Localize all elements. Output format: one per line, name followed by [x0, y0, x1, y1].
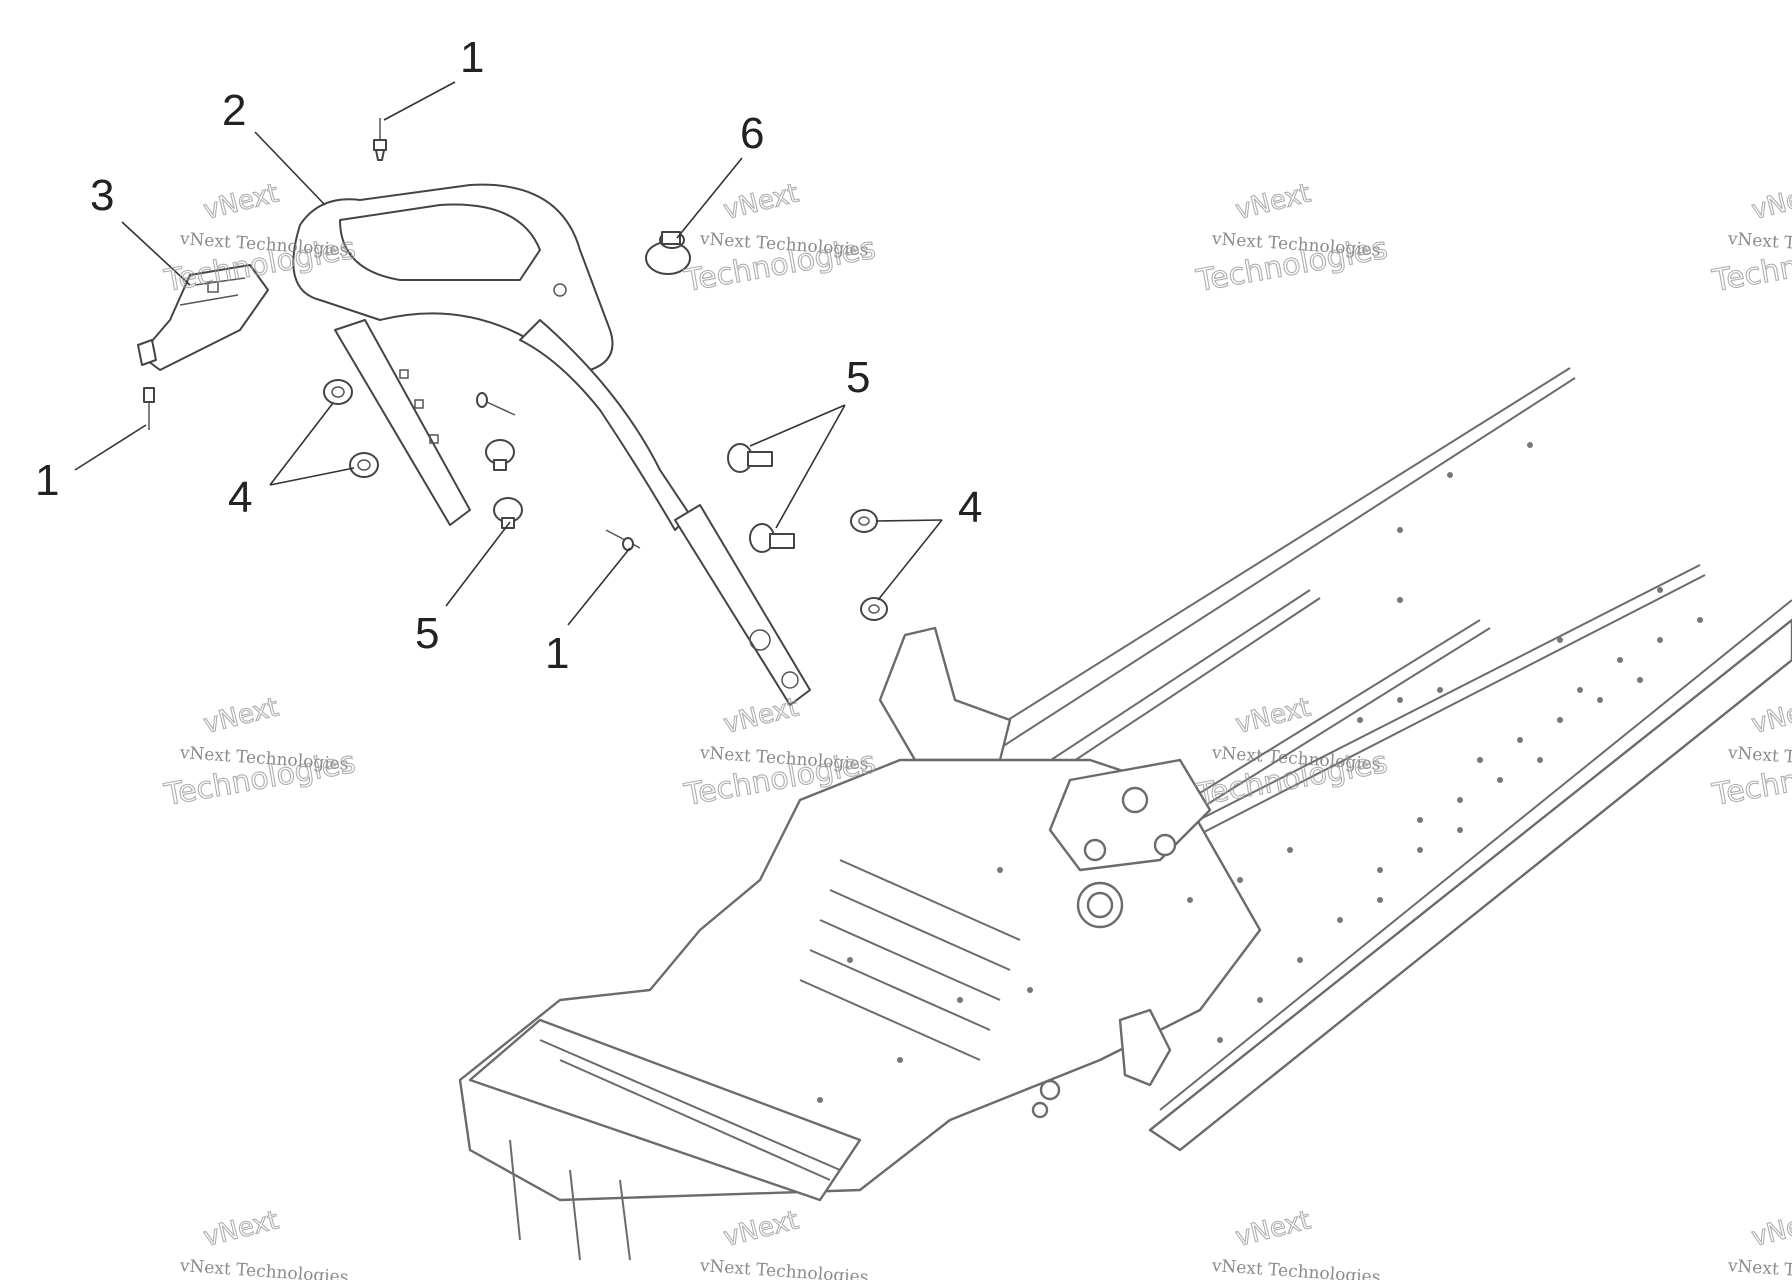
callout-4-right: 4	[958, 483, 982, 532]
watermark-vnext-technologies: vNext Technologies	[178, 1256, 349, 1280]
callout-1-center: 1	[545, 629, 569, 678]
frame-texture	[817, 442, 1703, 1103]
leader-lines	[74, 81, 943, 626]
bolts-part-5	[485, 439, 795, 553]
steering-hoop-part-2	[292, 183, 811, 706]
watermark-vnext: vNext	[201, 692, 282, 739]
watermark-vnext: vNext	[1749, 1205, 1792, 1252]
watermark-vnext: vNext	[1233, 1205, 1314, 1252]
bracket-part-3	[137, 264, 269, 371]
callout-2: 2	[222, 86, 246, 135]
callout-3: 3	[90, 171, 114, 220]
watermark-vnext: vNext	[1233, 178, 1314, 225]
watermark-vnext-technologies: vNext Technologies	[698, 1256, 869, 1280]
watermark-vnext: vNext	[201, 178, 282, 225]
watermark-vnext: vNext	[201, 1205, 282, 1252]
callout-4-left: 4	[228, 473, 252, 522]
chassis-frame	[458, 367, 1792, 1261]
watermark-vnext: vNext	[1749, 692, 1792, 739]
rivets-part-1	[143, 118, 641, 551]
watermark-vnext-technologies: vNext Technologies	[1210, 1256, 1381, 1280]
callout-6: 6	[740, 109, 764, 158]
watermark-vnext-technologies: vNext Technologies	[1726, 1256, 1792, 1280]
callout-5-right: 5	[846, 353, 870, 402]
watermark-vnext: vNext	[1749, 178, 1792, 225]
callout-1-top: 1	[460, 33, 484, 82]
callout-numbers: 1 2 3 1 4 6 5 5 1 4	[35, 33, 982, 678]
nuts-part-4	[323, 379, 888, 621]
watermark-vnext: vNext	[1233, 692, 1314, 739]
watermark-vnext: vNext	[721, 1205, 802, 1252]
callout-1-left: 1	[35, 456, 59, 505]
watermark-vnext: vNext	[721, 692, 802, 739]
watermark-vnext: vNext	[721, 178, 802, 225]
callout-5-left: 5	[415, 609, 439, 658]
